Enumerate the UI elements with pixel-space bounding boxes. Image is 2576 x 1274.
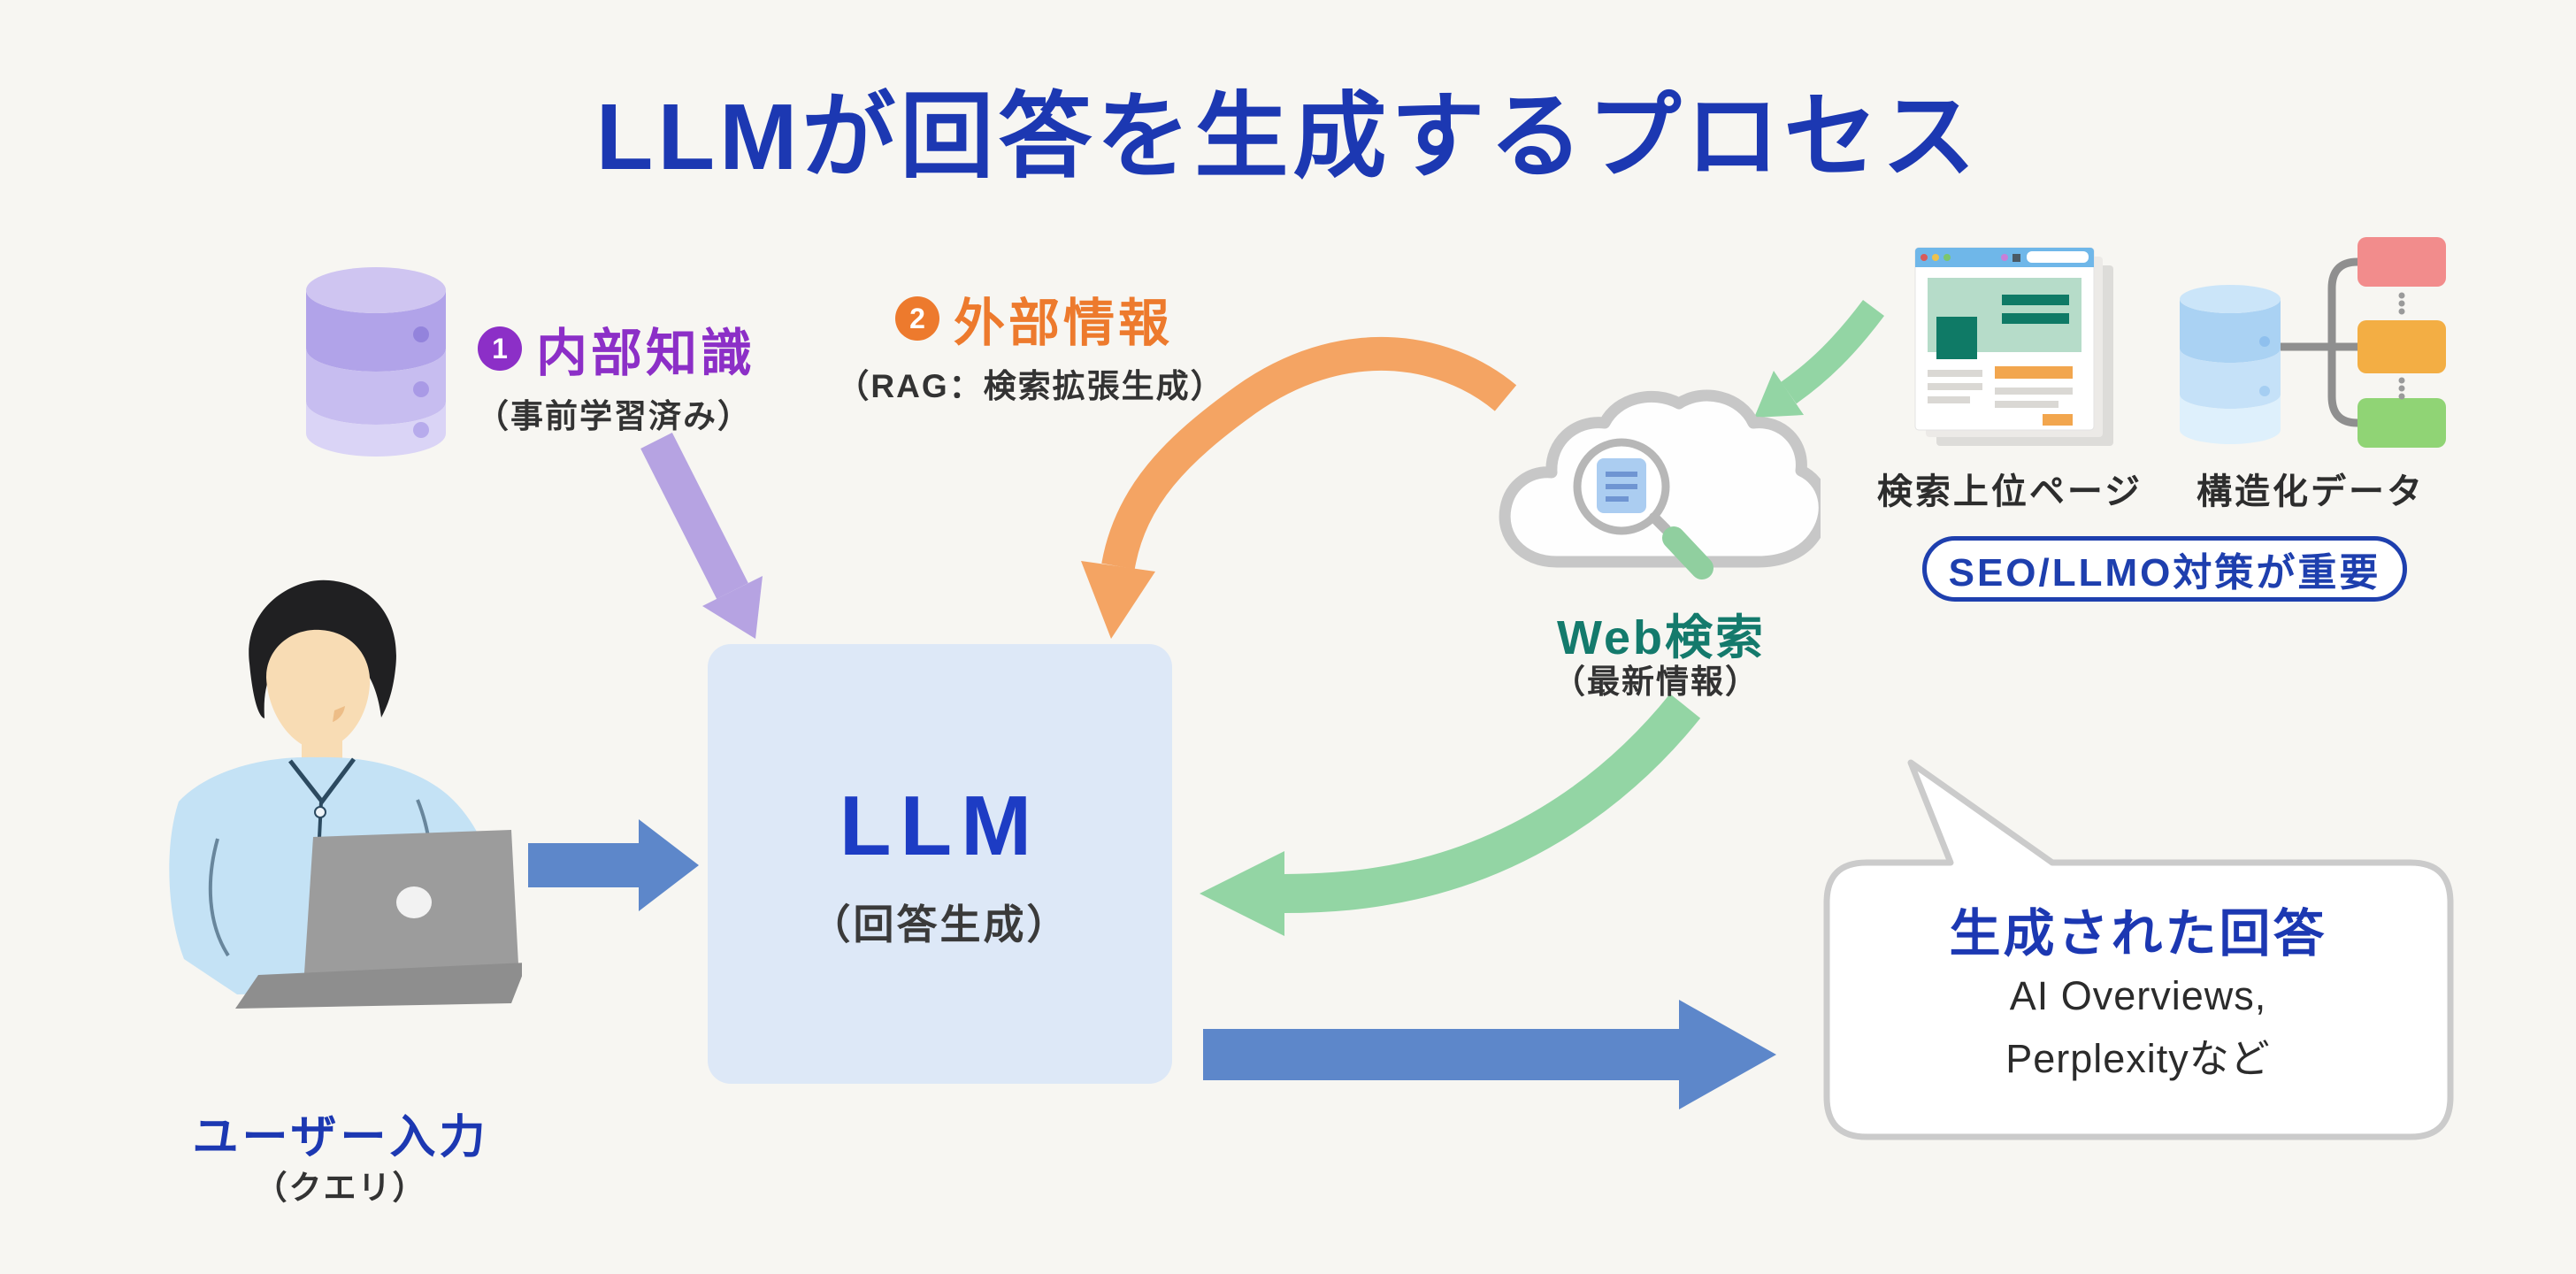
external-info-label: 2 外部情報	[895, 281, 1173, 356]
external-info-text: 外部情報	[954, 295, 1174, 352]
structured-data-caption: 構造化データ	[2196, 472, 2425, 511]
browser-window-icon	[1914, 247, 2113, 446]
answer-line2: Perplexityなど	[2005, 1036, 2271, 1081]
structured-data-icon	[2180, 237, 2446, 448]
page-title: LLMが回答を生成するプロセス	[595, 85, 1981, 189]
answer-title: 生成された回答	[1949, 905, 2327, 963]
llm-box: LLM （回答生成）	[708, 644, 1172, 1084]
internal-knowledge-sub: （事前学習済み）	[476, 398, 752, 434]
seo-llmo-badge: SEO/LLMO対策が重要	[1922, 536, 2407, 602]
arrow-llm-to-answer	[1203, 1000, 1776, 1109]
arrow-user-to-llm	[528, 819, 699, 911]
llm-sub: （回答生成）	[809, 901, 1070, 948]
seo-llmo-text: SEO/LLMO対策が重要	[1948, 551, 2381, 595]
answer-line1: AI Overviews,	[2009, 973, 2267, 1018]
person-laptop-icon	[169, 579, 522, 1009]
internal-knowledge-label: 1 内部知識	[478, 311, 755, 386]
internal-knowledge-text: 内部知識	[536, 325, 756, 382]
web-search-sub: （最新情報）	[1552, 664, 1760, 700]
external-info-sub: （RAG：検索拡張生成）	[836, 368, 1225, 404]
cloud-search-icon	[1499, 389, 1821, 579]
arrow-websearch-to-llm	[1200, 694, 1701, 936]
badge-2: 2	[895, 296, 939, 341]
arrow-external-to-llm	[1081, 336, 1517, 639]
top-pages-caption: 検索上位ページ	[1876, 472, 2143, 511]
database-icon	[306, 267, 446, 457]
arrow-internal-to-llm	[640, 432, 763, 639]
web-search-label: Web検索	[1556, 611, 1767, 664]
llm-label: LLM	[839, 778, 1041, 873]
badge-1: 1	[478, 326, 522, 371]
user-input-label: ユーザー入力	[192, 1112, 489, 1163]
arrow-pages-to-websearch	[1754, 299, 1884, 418]
answer-bubble	[1823, 759, 2454, 1140]
user-input-sub: （クエリ）	[254, 1170, 427, 1206]
